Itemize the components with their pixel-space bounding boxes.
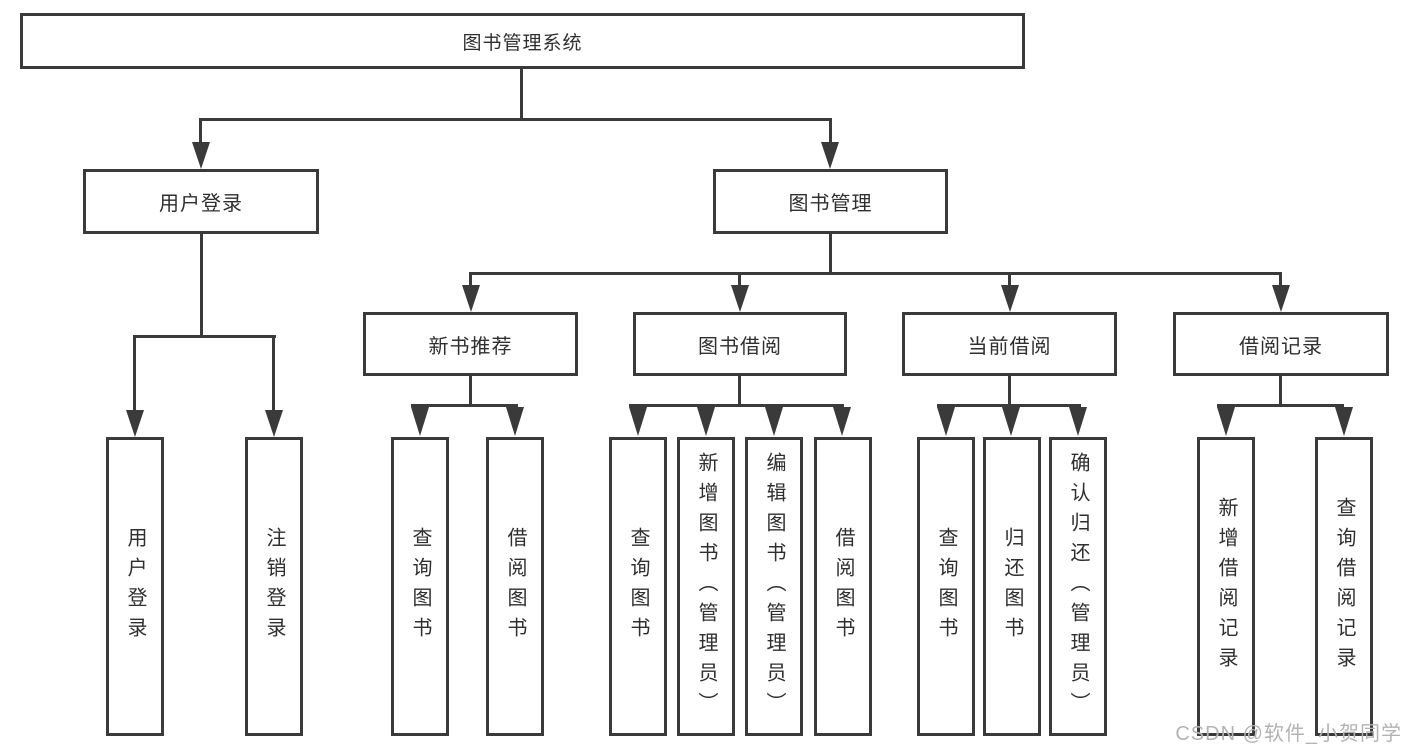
node-user-login: 用户登录 (83, 169, 319, 234)
leaf-return-book: 归还图书 (983, 437, 1041, 736)
connector-bar (937, 404, 1081, 407)
connector-drop (738, 275, 741, 287)
node-label: 当前借阅 (967, 335, 1052, 358)
leaf-borrow-books: 借阅图书 (814, 437, 872, 736)
arrow-down-icon (629, 407, 647, 436)
connector-stem (1279, 376, 1282, 407)
arrow-down-icon (1335, 407, 1353, 436)
leaf-query-books-current: 查询图书 (917, 437, 975, 736)
arrow-down-icon (1217, 407, 1235, 436)
arrow-down-icon (265, 410, 283, 437)
arrow-down-icon (833, 407, 851, 436)
connector-stem (829, 234, 832, 275)
leaf-label: 归还图书 (1001, 526, 1023, 647)
connector-stem (200, 234, 203, 338)
leaf-label: 借阅图书 (504, 526, 526, 647)
node-book-management: 图书管理 (713, 169, 948, 234)
leaf-query-borrow-record: 查询借阅记录 (1315, 437, 1373, 736)
arrow-down-icon (731, 285, 749, 312)
leaf-label: 查询图书 (627, 526, 649, 647)
arrow-down-icon (411, 407, 429, 436)
leaf-logout: 注销登录 (245, 437, 303, 736)
leaf-label: 查询图书 (409, 526, 431, 647)
connector-drop (272, 338, 275, 412)
node-root-label: 图书管理系统 (462, 32, 583, 54)
leaf-label: 新增借阅记录 (1215, 496, 1237, 677)
arrow-down-icon (192, 142, 210, 169)
node-label: 新书推荐 (428, 335, 513, 358)
arrow-down-icon (462, 285, 480, 312)
node-root: 图书管理系统 (20, 13, 1025, 69)
connector-drop (829, 121, 832, 145)
connector-drop (199, 121, 202, 145)
leaf-add-book-admin: 新增图书（管理员） (677, 437, 735, 736)
node-current-borrow: 当前借阅 (902, 312, 1117, 376)
connector-root-stem (520, 69, 523, 121)
watermark: CSDN @软件_小贺同学 (1175, 723, 1402, 745)
arrow-down-icon (937, 407, 955, 436)
connector-bar (629, 404, 844, 407)
arrow-down-icon (1002, 407, 1020, 436)
arrow-down-icon (126, 410, 144, 437)
leaf-user-login: 用户登录 (106, 437, 164, 736)
leaf-add-borrow-record: 新增借阅记录 (1197, 437, 1255, 736)
leaf-label: 确认归还（管理员） (1067, 451, 1089, 722)
connector-drop (1008, 275, 1011, 287)
arrow-down-icon (697, 407, 715, 436)
leaf-label: 查询图书 (935, 526, 957, 647)
arrow-down-icon (1069, 407, 1087, 436)
node-label: 用户登录 (159, 193, 243, 215)
leaf-query-books-borrow: 查询图书 (609, 437, 667, 736)
leaf-label: 借阅图书 (832, 526, 854, 647)
leaf-edit-book-admin: 编辑图书（管理员） (745, 437, 803, 736)
leaf-label: 用户登录 (124, 526, 146, 647)
node-borrow-records: 借阅记录 (1173, 312, 1389, 376)
connector-bar (133, 335, 276, 338)
connector-drop (133, 338, 136, 412)
connector-stem (1008, 376, 1011, 407)
connector-drop (469, 275, 472, 287)
connector-bar (411, 404, 518, 407)
connector-bar (1217, 404, 1344, 407)
leaf-query-books-recommend: 查询图书 (391, 437, 449, 736)
arrow-down-icon (765, 407, 783, 436)
arrow-down-icon (1001, 285, 1019, 312)
leaf-label: 新增图书（管理员） (695, 451, 717, 722)
leaf-confirm-return-admin: 确认归还（管理员） (1049, 437, 1107, 736)
connector-stem (738, 376, 741, 407)
leaf-label: 查询借阅记录 (1333, 496, 1355, 677)
node-label: 图书借阅 (698, 335, 782, 358)
node-new-book-recommend: 新书推荐 (363, 312, 578, 376)
arrow-down-icon (506, 407, 524, 436)
leaf-borrow-books-recommend: 借阅图书 (486, 437, 544, 736)
arrow-down-icon (821, 142, 839, 169)
connector-drop (1279, 275, 1282, 287)
connector-root-bar (199, 118, 832, 121)
arrow-down-icon (1272, 285, 1290, 312)
node-label: 借阅记录 (1239, 335, 1323, 358)
leaf-label: 编辑图书（管理员） (763, 451, 785, 722)
leaf-label: 注销登录 (263, 526, 285, 647)
connector-stem (469, 376, 472, 407)
node-label: 图书管理 (788, 193, 873, 215)
node-book-borrow: 图书借阅 (633, 312, 847, 376)
connector-bar (469, 272, 1282, 275)
